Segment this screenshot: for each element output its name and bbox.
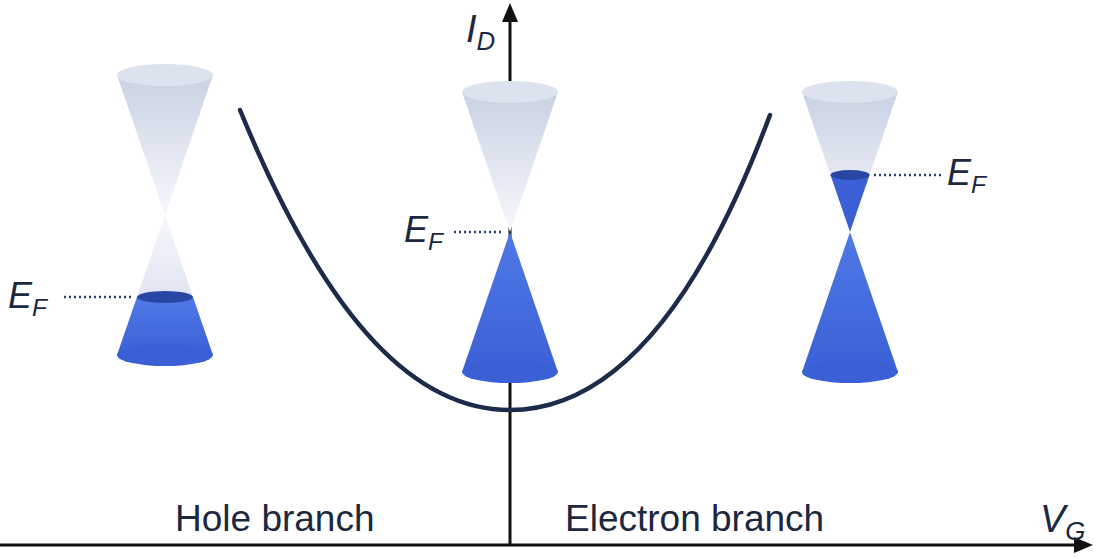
fermi-level-line xyxy=(64,296,134,299)
subscript: F xyxy=(428,228,443,255)
symbol: E xyxy=(8,275,32,316)
dirac-cone-neutral xyxy=(454,81,558,383)
fermi-level-line xyxy=(874,174,942,177)
dirac-cone-electron xyxy=(802,81,942,383)
upper-cone xyxy=(117,75,213,215)
symbol: E xyxy=(947,152,971,193)
filled-states xyxy=(831,175,870,232)
subscript: F xyxy=(971,171,986,198)
upper-cone xyxy=(462,92,558,232)
axis-label: VG xyxy=(1040,500,1085,538)
symbol: E xyxy=(404,209,428,250)
subscript: G xyxy=(1065,517,1085,545)
empty-states xyxy=(137,215,193,297)
filled-states xyxy=(462,232,558,372)
symbol: I xyxy=(466,8,477,50)
subscript: F xyxy=(32,294,47,321)
fermi-surface xyxy=(831,170,870,180)
fermi-level-label: EF xyxy=(947,155,986,191)
branch-label: Electron branch xyxy=(565,500,824,537)
branch-label: Hole branch xyxy=(175,500,375,537)
cone-top xyxy=(802,81,898,103)
fermi-level-label: EF xyxy=(8,278,47,314)
cone-top xyxy=(117,64,213,86)
filled-states xyxy=(802,232,898,372)
vg-axis xyxy=(0,544,1078,547)
axis-arrowhead xyxy=(502,3,518,22)
cone-bottom xyxy=(117,344,213,366)
fermi-level-line xyxy=(454,231,504,234)
cone-bottom xyxy=(462,361,558,383)
symbol: V xyxy=(1040,498,1065,540)
upper-cone xyxy=(802,92,898,232)
axis-label: ID xyxy=(466,10,495,48)
fermi-level-label: EF xyxy=(404,212,443,248)
dirac-cone-hole xyxy=(64,64,213,366)
subscript: D xyxy=(477,27,496,55)
cone-bottom xyxy=(802,361,898,383)
cone-top xyxy=(462,81,558,103)
fermi-surface xyxy=(137,291,193,303)
